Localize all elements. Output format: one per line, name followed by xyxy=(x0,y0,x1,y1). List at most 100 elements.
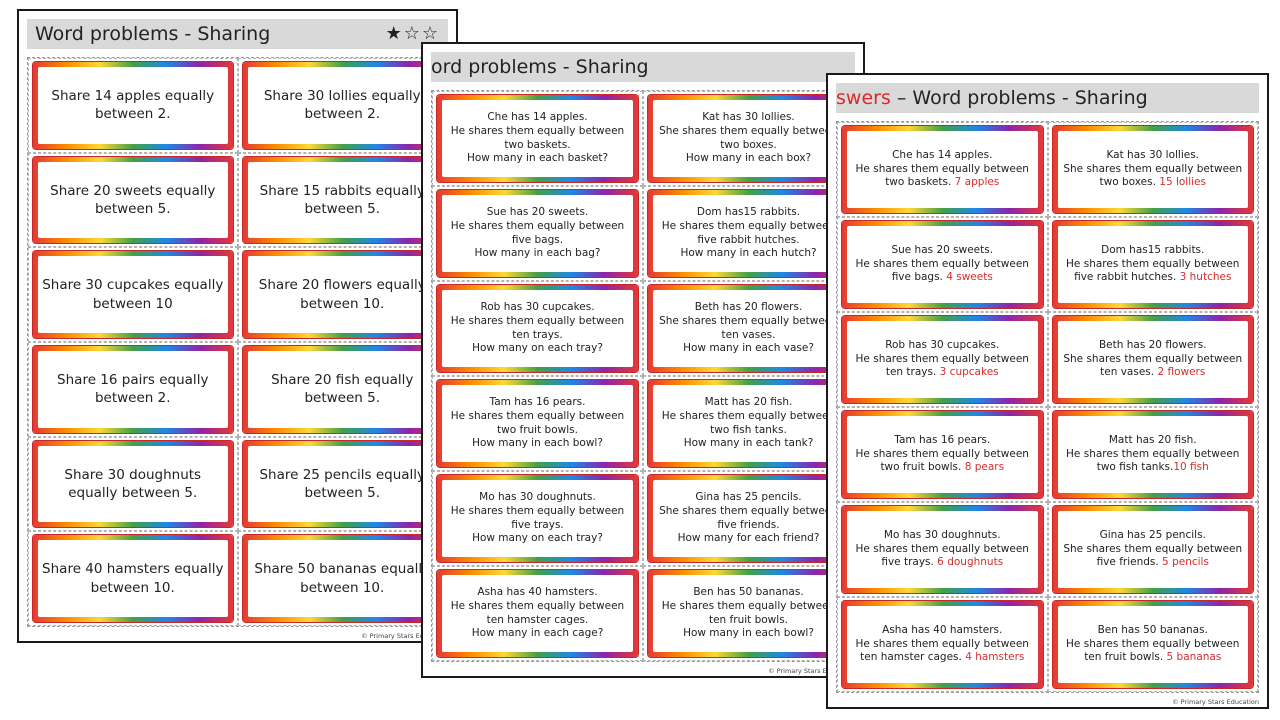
card-content: Share 16 pairs equally between 2. xyxy=(38,350,228,428)
card-line-question: How many on each tray? xyxy=(472,342,603,355)
card-line-action: He shares them equally between two fish … xyxy=(1066,447,1240,474)
card-cell: Share 20 sweets equally between 5. xyxy=(28,152,238,248)
card-question: Share 20 fish equally between 5. xyxy=(271,372,414,407)
card-text: Beth has 20 flowers.She shares them equa… xyxy=(1062,339,1245,380)
card-content: Share 30 doughnuts equally between 5. xyxy=(38,445,228,523)
worksheet-answers: swers – Word problems - Sharing Che has … xyxy=(826,73,1269,709)
card-line-action: He shares them equally between five rabb… xyxy=(1066,257,1240,284)
card-content: Tam has 16 pears.He shares them equally … xyxy=(442,385,633,462)
card-line-action: He shares them equally between five rabb… xyxy=(661,219,836,246)
card-line-action: He shares them equally between ten trays… xyxy=(855,352,1029,379)
rainbow-card-border: Matt has 20 fish.He shares them equally … xyxy=(1052,411,1253,498)
card-question: Share 30 doughnuts equally between 5. xyxy=(64,466,202,501)
card-line-question: How many in each box? xyxy=(685,152,812,165)
card-line-intro: Matt has 20 fish. xyxy=(704,396,793,409)
card-answer: 4 sweets xyxy=(942,271,993,284)
card-text: Gina has 25 pencils.She shares them equa… xyxy=(657,491,840,546)
rainbow-card-border: Share 40 hamsters equally between 10. xyxy=(33,535,233,622)
card-line-question: How many in each basket? xyxy=(466,152,609,165)
card-question: Share 20 flowers equally between 10. xyxy=(258,277,426,312)
card-answer: 5 pencils xyxy=(1158,556,1209,569)
card-question: Share 30 cupcakes equally between 10 xyxy=(42,277,224,312)
card-text: Share 40 hamsters equally between 10. xyxy=(42,560,224,596)
card-cell: Dom has15 rabbits.He shares them equally… xyxy=(643,186,854,281)
rainbow-card-border: Gina has 25 pencils.She shares them equa… xyxy=(1052,506,1253,593)
card-cell: Share 20 flowers equally between 10. xyxy=(237,247,447,342)
card-content: Share 20 fish equally between 5. xyxy=(247,350,437,428)
card-cell: Che has 14 apples.He shares them equally… xyxy=(837,122,1048,217)
card-text: Share 25 pencils equally between 5. xyxy=(252,466,434,502)
card-line-action-with-answer: He shares them equally between two fish … xyxy=(1062,448,1245,475)
card-cell: Share 40 hamsters equally between 10. xyxy=(28,531,238,626)
card-cell: Share 14 apples equally between 2. xyxy=(28,58,238,153)
card-line-intro: Mo has 30 doughnuts. xyxy=(479,491,596,504)
rainbow-card-border: Ben has 50 bananas.He shares them equall… xyxy=(648,570,849,657)
card-line-intro: Mo has 30 doughnuts. xyxy=(883,529,1001,542)
card-line-action: She shares them equally between two boxe… xyxy=(659,124,838,151)
card-answer: 5 bananas xyxy=(1163,651,1222,664)
card-content: Kat has 30 lollies.She shares them equal… xyxy=(1057,131,1248,208)
card-grid: Che has 14 apples. He shares them equally… xyxy=(431,90,855,662)
card-content: Dom has15 rabbits.He shares them equally… xyxy=(653,195,844,272)
card-answer: 6 doughnuts xyxy=(933,556,1004,569)
card-question: Share 50 bananas equally between 10. xyxy=(254,561,431,596)
card-content: Gina has 25 pencils.She shares them equa… xyxy=(653,480,844,557)
card-line-intro: Che has 14 apples. xyxy=(487,111,588,124)
card-content: Matt has 20 fish.He shares them equally … xyxy=(653,385,844,462)
card-content: Share 15 rabbits equally between 5. xyxy=(247,161,437,239)
card-cell: Ben has 50 bananas.He shares them equall… xyxy=(643,566,854,661)
card-content: Che has 14 apples.He shares them equally… xyxy=(442,100,633,177)
card-line-intro: Gina has 25 pencils. xyxy=(695,491,802,504)
card-answer: 7 apples xyxy=(951,176,1000,189)
card-line-action-with-answer: He shares them equally between two baske… xyxy=(851,163,1034,190)
card-line-action: He shares them equally between five tray… xyxy=(855,542,1029,569)
card-content: Che has 14 apples.He shares them equally… xyxy=(847,131,1038,208)
worksheet-title-bar: Word problems - Sharing ★☆☆ xyxy=(27,19,448,49)
card-text: Asha has 40 hamsters.He shares them equa… xyxy=(851,624,1034,665)
card-line-intro: Che has 14 apples. xyxy=(892,149,993,162)
card-text: Share 30 cupcakes equally between 10 xyxy=(42,276,224,312)
card-line-action-with-answer: She shares them equally between five fri… xyxy=(1062,543,1245,570)
rainbow-card-border: Share 16 pairs equally between 2. xyxy=(33,345,233,433)
card-text: Share 20 fish equally between 5. xyxy=(252,371,434,407)
card-question: Share 14 apples equally between 2. xyxy=(51,88,215,123)
card-content: Share 50 bananas equally between 10. xyxy=(247,540,437,617)
worksheet-title-bar: swers – Word problems - Sharing xyxy=(836,83,1259,113)
rainbow-card-border: Dom has15 rabbits.He shares them equally… xyxy=(1052,221,1253,308)
card-line-action: She shares them equally between ten vase… xyxy=(659,314,838,341)
card-line-intro: Gina has 25 pencils. xyxy=(1099,529,1206,542)
card-line-question: How many in each cage? xyxy=(471,627,604,640)
card-content: Rob has 30 cupcakes.He shares them equal… xyxy=(847,321,1038,398)
card-text: Tam has 16 pears.He shares them equally … xyxy=(851,434,1034,475)
card-cell: Asha has 40 hamsters.He shares them equa… xyxy=(837,597,1048,692)
card-cell: Dom has15 rabbits.He shares them equally… xyxy=(1047,217,1258,312)
card-cell: Gina has 25 pencils.She shares them equa… xyxy=(643,471,854,566)
rainbow-card-border: Share 50 bananas equally between 10. xyxy=(242,535,442,622)
card-content: Sue has 20 sweets.He shares them equally… xyxy=(847,226,1038,303)
card-cell: Matt has 20 fish.He shares them equally … xyxy=(643,376,854,471)
card-question: Share 40 hamsters equally between 10. xyxy=(42,561,224,596)
rainbow-card-border: Tam has 16 pears.He shares them equally … xyxy=(437,380,638,467)
card-answer: 10 fish xyxy=(1173,461,1209,474)
card-line-action-with-answer: He shares them equally between five tray… xyxy=(851,543,1034,570)
card-line-question: How many in each vase? xyxy=(683,342,814,355)
card-line-intro: Ben has 50 bananas. xyxy=(1097,624,1208,637)
worksheet-title-bar: ord problems - Sharing xyxy=(431,52,855,82)
card-content: Tam has 16 pears.He shares them equally … xyxy=(847,416,1038,493)
card-line-question: How many for each friend? xyxy=(677,532,820,545)
worksheet-title: – Word problems - Sharing xyxy=(890,87,1148,109)
card-content: Matt has 20 fish.He shares them equally … xyxy=(1057,416,1248,493)
card-content: Sue has 20 sweets.He shares them equally… xyxy=(442,195,633,272)
card-cell: Share 20 fish equally between 5. xyxy=(237,341,447,437)
card-content: Share 14 apples equally between 2. xyxy=(38,67,228,144)
card-cell: Share 15 rabbits equally between 5. xyxy=(237,152,447,248)
rainbow-card-border: Share 14 apples equally between 2. xyxy=(33,62,233,149)
card-text: Share 15 rabbits equally between 5. xyxy=(252,182,434,218)
card-content: Share 20 flowers equally between 10. xyxy=(247,256,437,333)
card-cell: Tam has 16 pears.He shares them equally … xyxy=(837,407,1048,502)
card-line-action: He shares them equally between ten fruit… xyxy=(1066,637,1240,664)
card-text: Sue has 20 sweets.He shares them equally… xyxy=(446,206,629,261)
card-content: Beth has 20 flowers.She shares them equa… xyxy=(1057,321,1248,398)
rainbow-card-border: Sue has 20 sweets.He shares them equally… xyxy=(842,221,1043,308)
card-answer: 3 cupcakes xyxy=(936,366,999,379)
